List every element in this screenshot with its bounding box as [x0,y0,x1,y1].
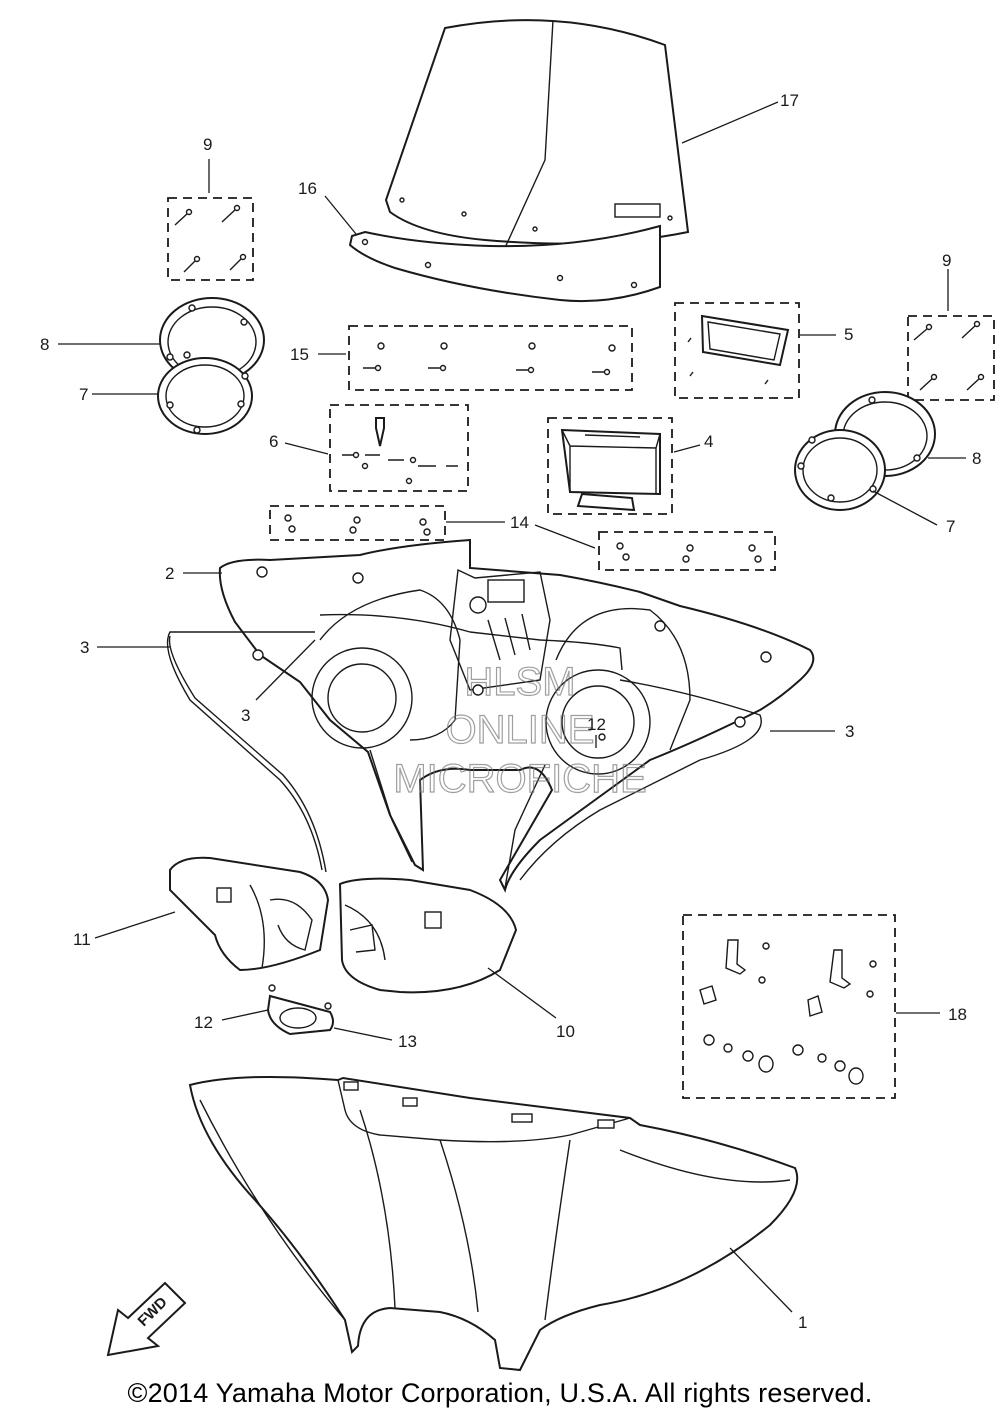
nut-kit-14-left[interactable] [269,505,446,541]
callout-11: 11 [73,930,91,949]
watermark: HLSM ONLINE MICROFICHE [393,659,648,801]
windshield-trim[interactable] [348,224,661,303]
glove-box-right[interactable] [338,877,518,994]
nut-kit-14-right[interactable] [598,531,776,571]
speaker-ring-left-inner[interactable] [157,357,253,435]
watermark-line2: ONLINE [446,708,595,752]
callout-7-right: 7 [946,517,955,536]
callout-17: 17 [780,91,799,110]
hardware-kit-18[interactable] [682,914,896,1099]
callout-8-right: 8 [972,449,981,468]
callout-8-left: 8 [40,335,49,354]
callout-18: 18 [948,1005,967,1024]
meter-box-kit[interactable] [547,417,673,515]
callout-12-lower: 12 [194,1013,213,1032]
watermark-line3: MICROFICHE [393,757,646,801]
bolt-kit-6[interactable] [329,404,469,492]
callout-4: 4 [704,432,713,451]
callout-2: 2 [165,564,174,583]
speaker-bracket[interactable] [266,984,334,1036]
leader-lines [58,101,966,1313]
callout-9-left: 9 [203,135,212,154]
edge-trim-left[interactable] [166,631,327,873]
screw-kit-left[interactable] [167,197,254,281]
callout-7-left: 7 [79,385,88,404]
callout-1: 1 [798,1313,807,1332]
callout-3-right: 3 [845,722,854,741]
fastener-kit-15[interactable] [348,325,633,391]
callout-5: 5 [844,325,853,344]
callout-10: 10 [556,1022,575,1041]
callouts: 17 16 9 9 8 8 7 7 15 5 6 4 14 2 3 3 3 12… [40,91,981,1332]
speaker-ring-right-inner[interactable] [794,429,886,511]
screw-kit-right[interactable] [907,315,995,401]
inner-fairing[interactable] [218,538,815,893]
callout-3-left: 3 [80,638,89,657]
callout-3-center: 3 [241,706,250,725]
callout-6: 6 [269,432,278,451]
callout-14: 14 [510,513,529,532]
callout-9-right: 9 [942,251,951,270]
callout-12-upper: 12 [587,715,606,734]
meter-bezel-kit[interactable] [674,302,800,399]
outer-fairing[interactable] [188,1075,799,1372]
forward-arrow-icon: FWD [106,1281,187,1357]
edge-trim-center[interactable] [319,613,623,671]
copyright-notice: ©2014 Yamaha Motor Corporation, U.S.A. A… [127,1378,873,1408]
edge-trim-right[interactable] [519,679,762,881]
callout-16: 16 [298,179,317,198]
watermark-line1: HLSM [464,660,575,704]
glove-box-left[interactable] [169,856,330,972]
callout-13: 13 [398,1032,417,1051]
callout-15: 15 [290,345,309,364]
